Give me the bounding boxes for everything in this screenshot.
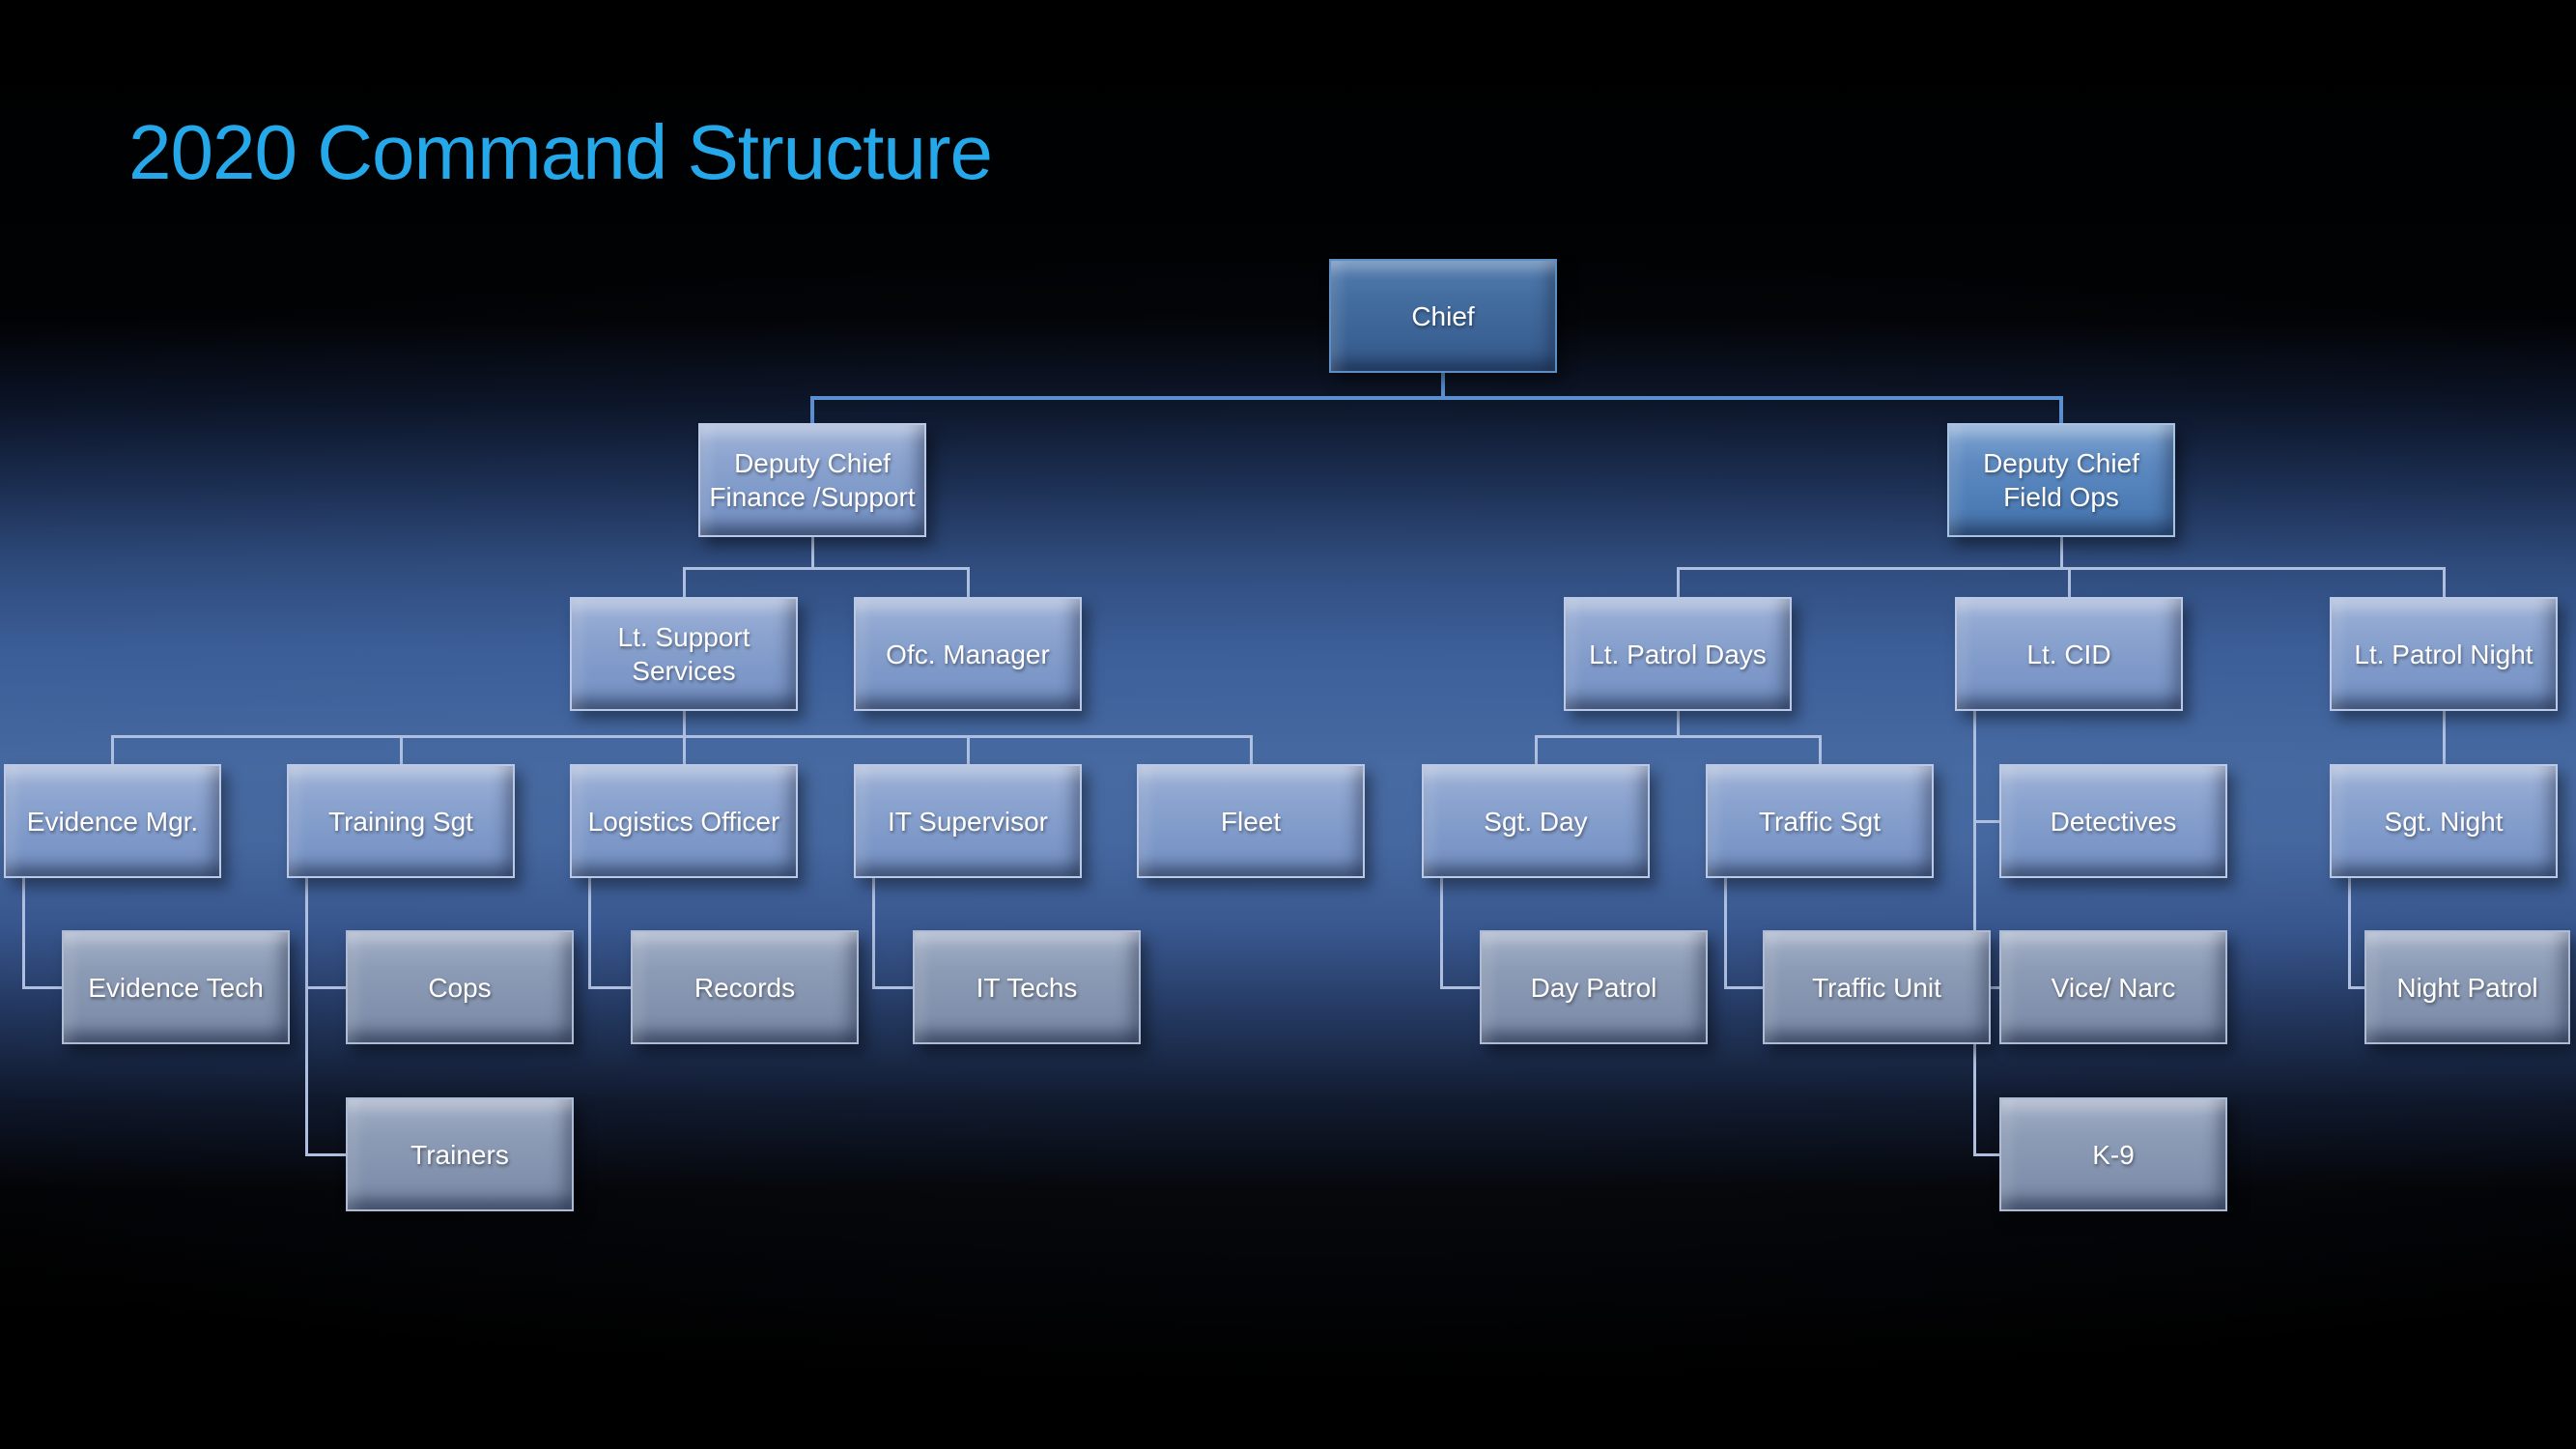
connector-line bbox=[111, 737, 114, 764]
connector-line bbox=[1723, 985, 1763, 989]
connector-line bbox=[1441, 373, 1445, 398]
connector-line bbox=[304, 1152, 346, 1156]
org-node-lt_cid[interactable]: Lt. CID bbox=[1955, 597, 2183, 711]
connector-line bbox=[587, 878, 591, 989]
org-node-fleet[interactable]: Fleet bbox=[1137, 764, 1365, 878]
connector-line bbox=[682, 711, 686, 736]
connector-line bbox=[810, 396, 2063, 400]
connector-line bbox=[304, 878, 308, 1156]
connector-line bbox=[871, 878, 875, 989]
org-node-label: Lt. Patrol Days bbox=[1589, 639, 1767, 669]
org-node-label: Ofc. Manager bbox=[886, 639, 1050, 669]
connector-line bbox=[2442, 569, 2446, 597]
org-node-night_patrol[interactable]: Night Patrol bbox=[2364, 930, 2570, 1044]
connector-line bbox=[111, 734, 1253, 738]
org-node-vice_narc[interactable]: Vice/ Narc bbox=[1999, 930, 2227, 1044]
connector-line bbox=[1972, 1152, 1999, 1156]
org-node-label: Night Patrol bbox=[2396, 972, 2538, 1003]
connector-line bbox=[1723, 878, 1727, 989]
org-node-it_supervisor[interactable]: IT Supervisor bbox=[854, 764, 1082, 878]
connector-line bbox=[21, 878, 25, 989]
org-node-label: Vice/ Narc bbox=[2051, 972, 2176, 1003]
connector-line bbox=[587, 985, 631, 989]
connector-line bbox=[1534, 737, 1538, 764]
org-node-evidence_tech[interactable]: Evidence Tech bbox=[62, 930, 290, 1044]
connector-line bbox=[21, 985, 62, 989]
org-node-traffic_sgt[interactable]: Traffic Sgt bbox=[1706, 764, 1934, 878]
connector-line bbox=[1439, 985, 1480, 989]
connector-line bbox=[1676, 566, 2446, 570]
connector-line bbox=[2059, 400, 2063, 423]
org-node-label: IT Techs bbox=[976, 972, 1078, 1003]
connector-line bbox=[1534, 734, 1822, 738]
org-node-traffic_unit[interactable]: Traffic Unit bbox=[1763, 930, 1991, 1044]
connector-line bbox=[2059, 537, 2063, 568]
connector-line bbox=[966, 737, 970, 764]
org-node-label: Traffic Sgt bbox=[1758, 806, 1882, 837]
org-node-sgt_night[interactable]: Sgt. Night bbox=[2330, 764, 2558, 878]
connector-line bbox=[810, 537, 814, 568]
connector-line bbox=[1676, 569, 1680, 597]
connector-line bbox=[1249, 737, 1253, 764]
org-node-day_patrol[interactable]: Day Patrol bbox=[1480, 930, 1708, 1044]
connector-line bbox=[1439, 878, 1443, 989]
org-node-k9[interactable]: K-9 bbox=[1999, 1097, 2227, 1211]
org-node-label: Records bbox=[694, 972, 796, 1003]
org-node-trainers[interactable]: Trainers bbox=[346, 1097, 574, 1211]
connector-line bbox=[1676, 711, 1680, 736]
connector-line bbox=[966, 569, 970, 597]
org-node-it_techs[interactable]: IT Techs bbox=[913, 930, 1141, 1044]
org-node-label: Sgt. Night bbox=[2384, 806, 2504, 837]
org-node-label: Fleet bbox=[1220, 806, 1282, 837]
org-node-cops[interactable]: Cops bbox=[346, 930, 574, 1044]
connector-line bbox=[2347, 985, 2364, 989]
org-node-lt_patrol_days[interactable]: Lt. Patrol Days bbox=[1564, 597, 1792, 711]
org-node-label: Training Sgt bbox=[328, 806, 473, 837]
org-node-label: Traffic Unit bbox=[1812, 972, 1941, 1003]
connector-line bbox=[810, 400, 814, 423]
org-node-label: Trainers bbox=[410, 1139, 509, 1170]
org-node-evidence_mgr[interactable]: Evidence Mgr. bbox=[4, 764, 221, 878]
org-node-logistics_officer[interactable]: Logistics Officer bbox=[570, 764, 798, 878]
org-node-label: Sgt. Day bbox=[1484, 806, 1588, 837]
org-node-label: Evidence Tech bbox=[88, 972, 264, 1003]
org-node-ofc_manager[interactable]: Ofc. Manager bbox=[854, 597, 1082, 711]
org-node-label: Lt. CID bbox=[2026, 639, 2111, 669]
connector-line bbox=[399, 737, 403, 764]
org-node-label: Cops bbox=[428, 972, 492, 1003]
connector-line bbox=[682, 566, 970, 570]
connector-line bbox=[1972, 819, 1999, 823]
connector-line bbox=[871, 985, 913, 989]
org-node-label: Chief bbox=[1411, 300, 1475, 331]
connector-line bbox=[682, 569, 686, 597]
connector-line bbox=[2442, 711, 2446, 764]
org-node-detectives[interactable]: Detectives bbox=[1999, 764, 2227, 878]
org-node-records[interactable]: Records bbox=[631, 930, 859, 1044]
org-node-label: Evidence Mgr. bbox=[26, 806, 199, 837]
org-node-chief[interactable]: Chief bbox=[1329, 259, 1557, 373]
org-node-sgt_day[interactable]: Sgt. Day bbox=[1422, 764, 1650, 878]
org-node-training_sgt[interactable]: Training Sgt bbox=[287, 764, 515, 878]
connector-line bbox=[682, 737, 686, 764]
org-node-label: IT Supervisor bbox=[888, 806, 1048, 837]
org-node-label: K-9 bbox=[2092, 1139, 2135, 1170]
connector-line bbox=[304, 985, 346, 989]
connector-line bbox=[2067, 569, 2071, 597]
org-node-lt_patrol_night[interactable]: Lt. Patrol Night bbox=[2330, 597, 2558, 711]
org-node-label: Day Patrol bbox=[1530, 972, 1657, 1003]
connector-line bbox=[2347, 878, 2351, 989]
org-node-label: Detectives bbox=[2050, 806, 2177, 837]
org-node-label: Logistics Officer bbox=[587, 806, 780, 837]
org-node-label: Lt. Patrol Night bbox=[2354, 639, 2534, 669]
connector-line bbox=[1818, 737, 1822, 764]
slide-title: 2020 Command Structure bbox=[128, 109, 993, 195]
